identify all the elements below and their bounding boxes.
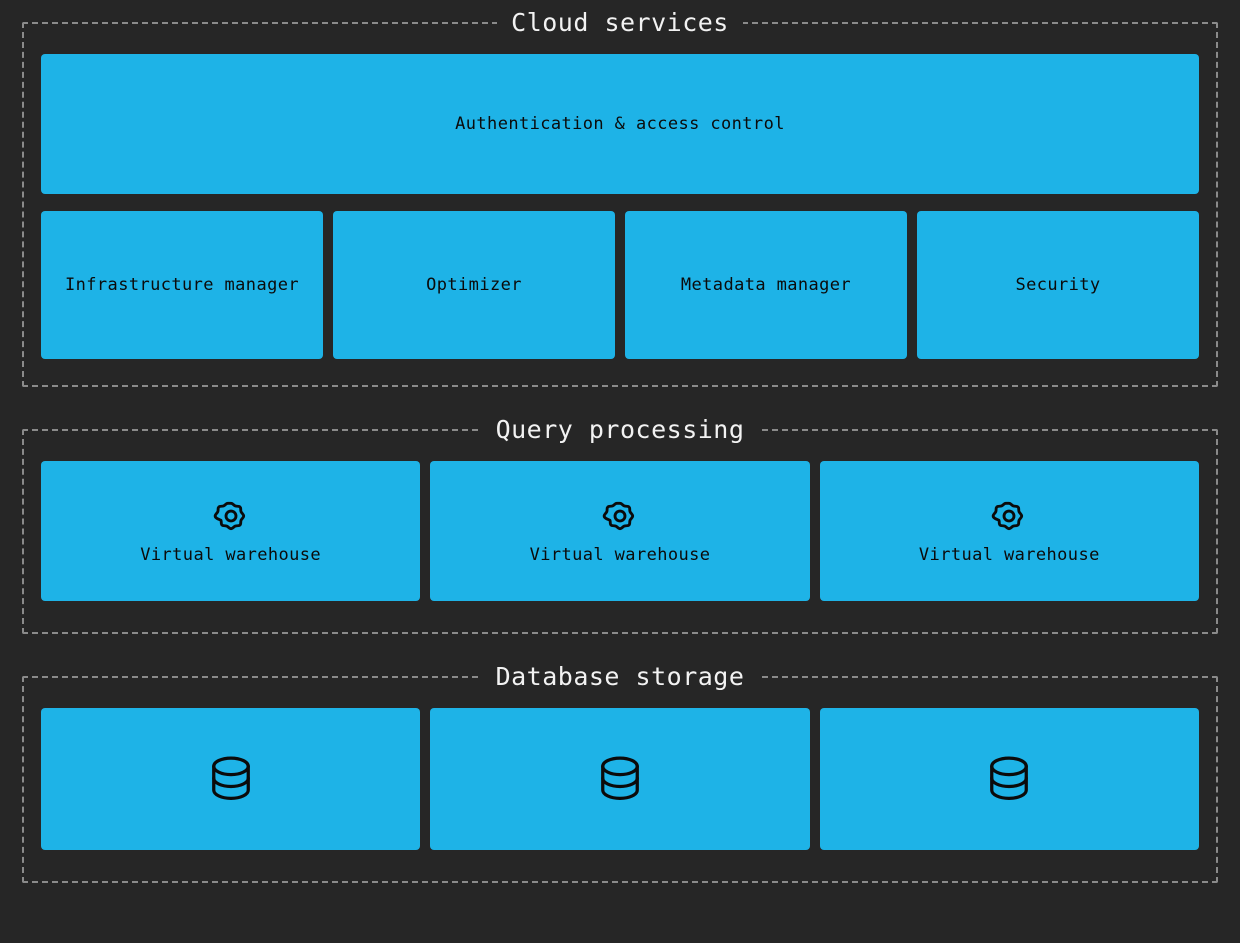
section-cloud-services: Cloud services Authentication & access c… bbox=[22, 7, 1218, 387]
row-cloud-services-bottom: Infrastructure manager Optimizer Metadat… bbox=[41, 211, 1199, 359]
node-label: Metadata manager bbox=[680, 275, 852, 295]
database-icon bbox=[986, 753, 1032, 805]
node-virtual-warehouse-2[interactable]: Virtual warehouse bbox=[430, 461, 810, 601]
node-label: Security bbox=[1015, 275, 1101, 295]
node-label: Virtual warehouse bbox=[140, 545, 322, 565]
section-title-label: Database storage bbox=[481, 661, 759, 693]
section-query-processing: Query processing Virtual warehouse bbox=[22, 414, 1218, 634]
node-label: Authentication & access control bbox=[455, 114, 785, 134]
node-metadata-manager[interactable]: Metadata manager bbox=[625, 211, 907, 359]
node-security[interactable]: Security bbox=[917, 211, 1199, 359]
node-authentication-access-control[interactable]: Authentication & access control bbox=[41, 54, 1199, 194]
section-title-query-processing: Query processing bbox=[24, 414, 1216, 446]
node-virtual-warehouse-3[interactable]: Virtual warehouse bbox=[819, 461, 1199, 601]
row-cloud-services-top: Authentication & access control bbox=[41, 54, 1199, 194]
gear-icon bbox=[601, 497, 639, 535]
node-label: Virtual warehouse bbox=[918, 545, 1100, 565]
gear-icon bbox=[212, 497, 250, 535]
section-title-label: Query processing bbox=[481, 414, 759, 446]
section-database-storage: Database storage bbox=[22, 661, 1218, 883]
row-query-processing: Virtual warehouse Virtual warehouse bbox=[41, 461, 1199, 601]
database-icon bbox=[597, 753, 643, 805]
row-database-storage bbox=[41, 708, 1199, 850]
node-database-storage-3[interactable] bbox=[819, 708, 1199, 850]
gear-icon bbox=[990, 497, 1028, 535]
database-icon bbox=[208, 753, 254, 805]
node-infrastructure-manager[interactable]: Infrastructure manager bbox=[41, 211, 323, 359]
section-title-label: Cloud services bbox=[497, 7, 743, 39]
node-database-storage-2[interactable] bbox=[430, 708, 810, 850]
node-label: Infrastructure manager bbox=[65, 275, 299, 295]
node-virtual-warehouse-1[interactable]: Virtual warehouse bbox=[41, 461, 421, 601]
node-label: Virtual warehouse bbox=[529, 545, 711, 565]
section-title-cloud-services: Cloud services bbox=[24, 7, 1216, 39]
section-title-database-storage: Database storage bbox=[24, 661, 1216, 693]
node-label: Optimizer bbox=[426, 275, 522, 295]
node-optimizer[interactable]: Optimizer bbox=[333, 211, 615, 359]
node-database-storage-1[interactable] bbox=[41, 708, 421, 850]
